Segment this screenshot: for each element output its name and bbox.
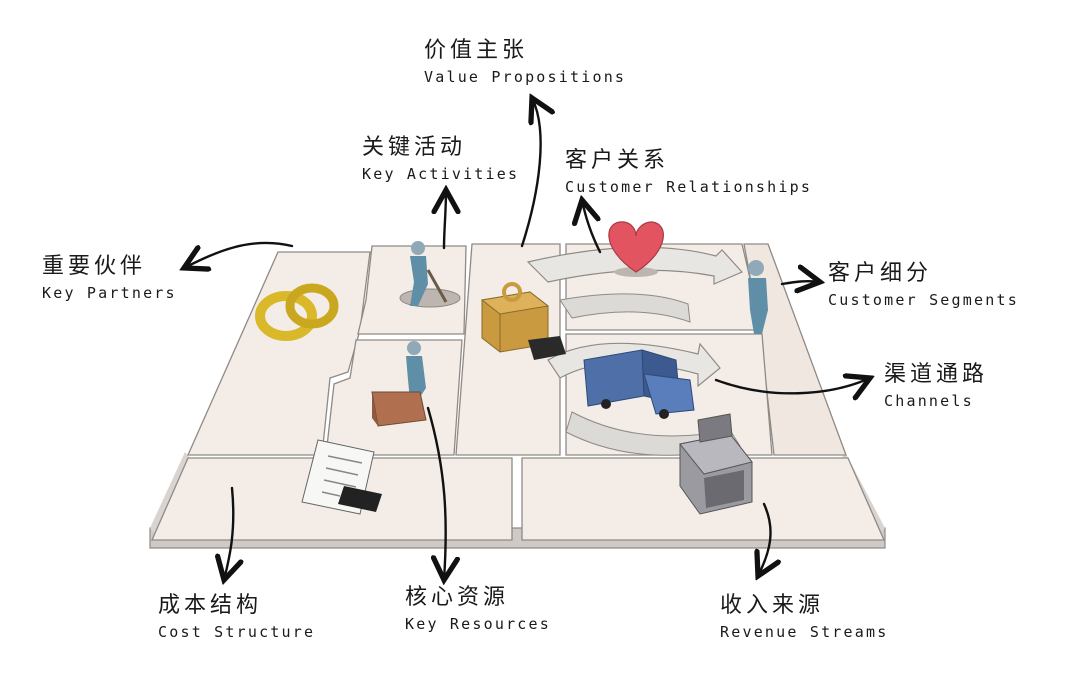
label-key-activities: 关键活动 Key Activities — [362, 137, 519, 182]
label-key-partners: 重要伙伴 Key Partners — [42, 256, 177, 301]
label-channels-zh: 渠道通路 — [884, 362, 989, 387]
label-revenue-streams-en: Revenue Streams — [720, 623, 889, 641]
label-cost-structure: 成本结构 Cost Structure — [158, 595, 315, 640]
label-value-propositions-en: Value Propositions — [424, 68, 627, 86]
label-key-partners-zh: 重要伙伴 — [42, 254, 147, 279]
label-customer-relationships-en: Customer Relationships — [565, 178, 813, 196]
arrow-channels — [714, 378, 870, 393]
heart-icon — [608, 221, 664, 277]
label-value-propositions: 价值主张 Value Propositions — [424, 40, 626, 85]
label-key-resources: 核心资源 Key Resources — [405, 587, 551, 632]
block-key-activities — [357, 245, 467, 335]
document-icon — [301, 439, 382, 515]
worker-with-shovel-icon — [399, 241, 461, 308]
label-key-partners-en: Key Partners — [42, 284, 177, 302]
label-key-activities-en: Key Activities — [362, 165, 520, 183]
label-customer-relationships: 客户关系 Customer Relationships — [565, 150, 812, 195]
arrow-key-partners — [184, 241, 294, 268]
label-channels: 渠道通路 Channels — [884, 364, 988, 409]
arrow-revenue-streams — [758, 502, 771, 576]
worker-with-box-icon — [371, 341, 427, 427]
arrow-cost-structure — [224, 486, 233, 580]
delivery-truck-icon — [583, 349, 695, 419]
label-channels-en: Channels — [884, 392, 974, 410]
rings-icon — [255, 283, 339, 341]
arrow-key-resources — [426, 406, 446, 580]
label-value-propositions-zh: 价值主张 — [424, 38, 529, 63]
label-customer-relationships-zh: 客户关系 — [565, 148, 670, 173]
label-revenue-streams-zh: 收入来源 — [720, 593, 825, 618]
label-revenue-streams: 收入来源 Revenue Streams — [720, 595, 888, 640]
cash-register-icon — [679, 413, 753, 515]
label-key-resources-zh: 核心资源 — [405, 585, 510, 610]
arrow-value-propositions — [520, 98, 541, 248]
label-customer-segments: 客户细分 Customer Segments — [828, 263, 1019, 308]
arrow-customer-relationships — [582, 200, 602, 254]
block-key-partners — [187, 251, 371, 456]
label-cost-structure-zh: 成本结构 — [158, 593, 263, 618]
arrow-customer-segments — [780, 281, 820, 284]
arrow-key-activities — [444, 190, 446, 250]
label-key-resources-en: Key Resources — [405, 615, 551, 633]
label-key-activities-zh: 关键活动 — [362, 135, 467, 160]
label-customer-segments-en: Customer Segments — [828, 291, 1019, 309]
label-cost-structure-en: Cost Structure — [158, 623, 316, 641]
gift-box-icon — [480, 282, 566, 360]
label-customer-segments-zh: 客户细分 — [828, 261, 933, 286]
person-standing-icon — [748, 260, 768, 334]
